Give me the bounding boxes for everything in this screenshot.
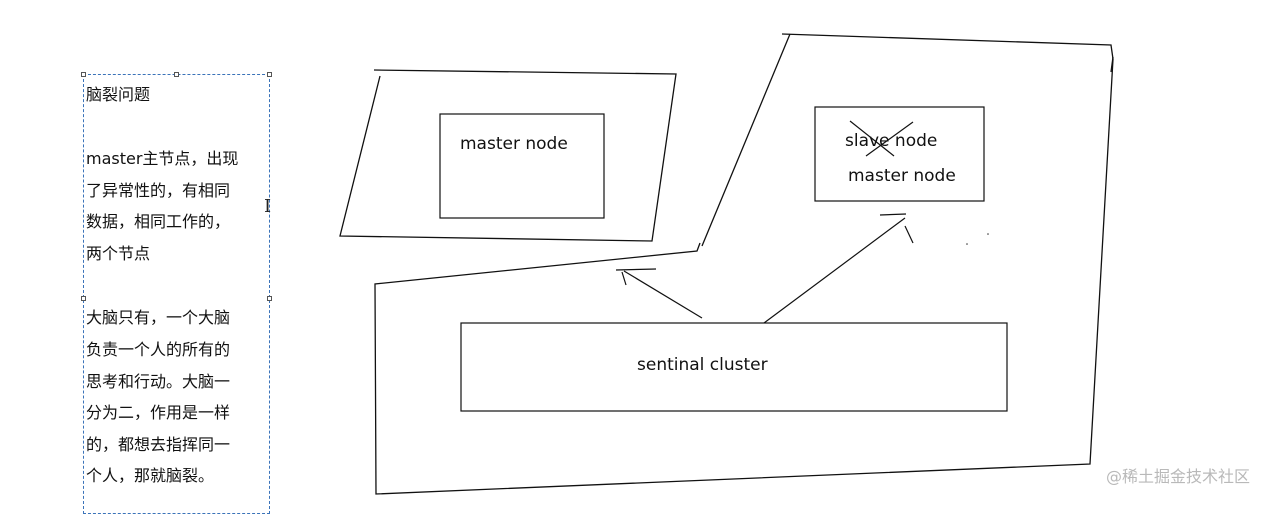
- diagram-canvas: master node slave node master node senti…: [339, 33, 1114, 495]
- right-partition-edge: [701, 33, 791, 247]
- master-node-label: master node: [460, 134, 568, 154]
- right-partition-outline: [374, 33, 1114, 495]
- strike-cross-icon: [849, 120, 914, 157]
- note-line: 分为二，作用是一样: [86, 403, 231, 422]
- arrow-to-left-partition: [615, 268, 703, 319]
- partition-stroke: [1110, 56, 1114, 73]
- promoted-master-node-label: master node: [848, 166, 956, 186]
- left-partition-outline: [339, 69, 677, 242]
- resize-handle-top-right[interactable]: [267, 72, 272, 77]
- watermark: @稀土掘金技术社区: [1105, 467, 1250, 486]
- resize-handle-top-left[interactable]: [81, 72, 86, 77]
- note-line: 了异常性的，有相同: [86, 181, 231, 200]
- note-line: 的，都想去指挥同一: [86, 435, 231, 454]
- sentinal-cluster-box: [460, 322, 1008, 412]
- resize-handle-middle-left[interactable]: [81, 296, 86, 301]
- text-cursor-icon: I: [264, 196, 272, 217]
- note-title: 脑裂问题: [86, 85, 151, 104]
- master-node-box: [439, 113, 605, 219]
- slave-node-label-struck: slave node: [845, 131, 937, 151]
- note-line: 个人，那就脑裂。: [86, 466, 215, 485]
- slave-master-node-box: [814, 106, 985, 202]
- resize-handle-middle-right[interactable]: [267, 296, 272, 301]
- note-line: 两个节点: [86, 244, 151, 263]
- note-line: 思考和行动。大脑一: [86, 372, 231, 391]
- note-line: 数据，相同工作的，: [86, 212, 231, 231]
- note-line: 负责一个人的所有的: [86, 340, 231, 359]
- note-line: 大脑只有，一个大脑: [86, 308, 231, 327]
- arrow-to-master-node: [763, 213, 914, 324]
- resize-handle-top-center[interactable]: [174, 72, 179, 77]
- note-line: master主节点，出现: [86, 149, 239, 168]
- sentinal-cluster-label: sentinal cluster: [637, 355, 768, 375]
